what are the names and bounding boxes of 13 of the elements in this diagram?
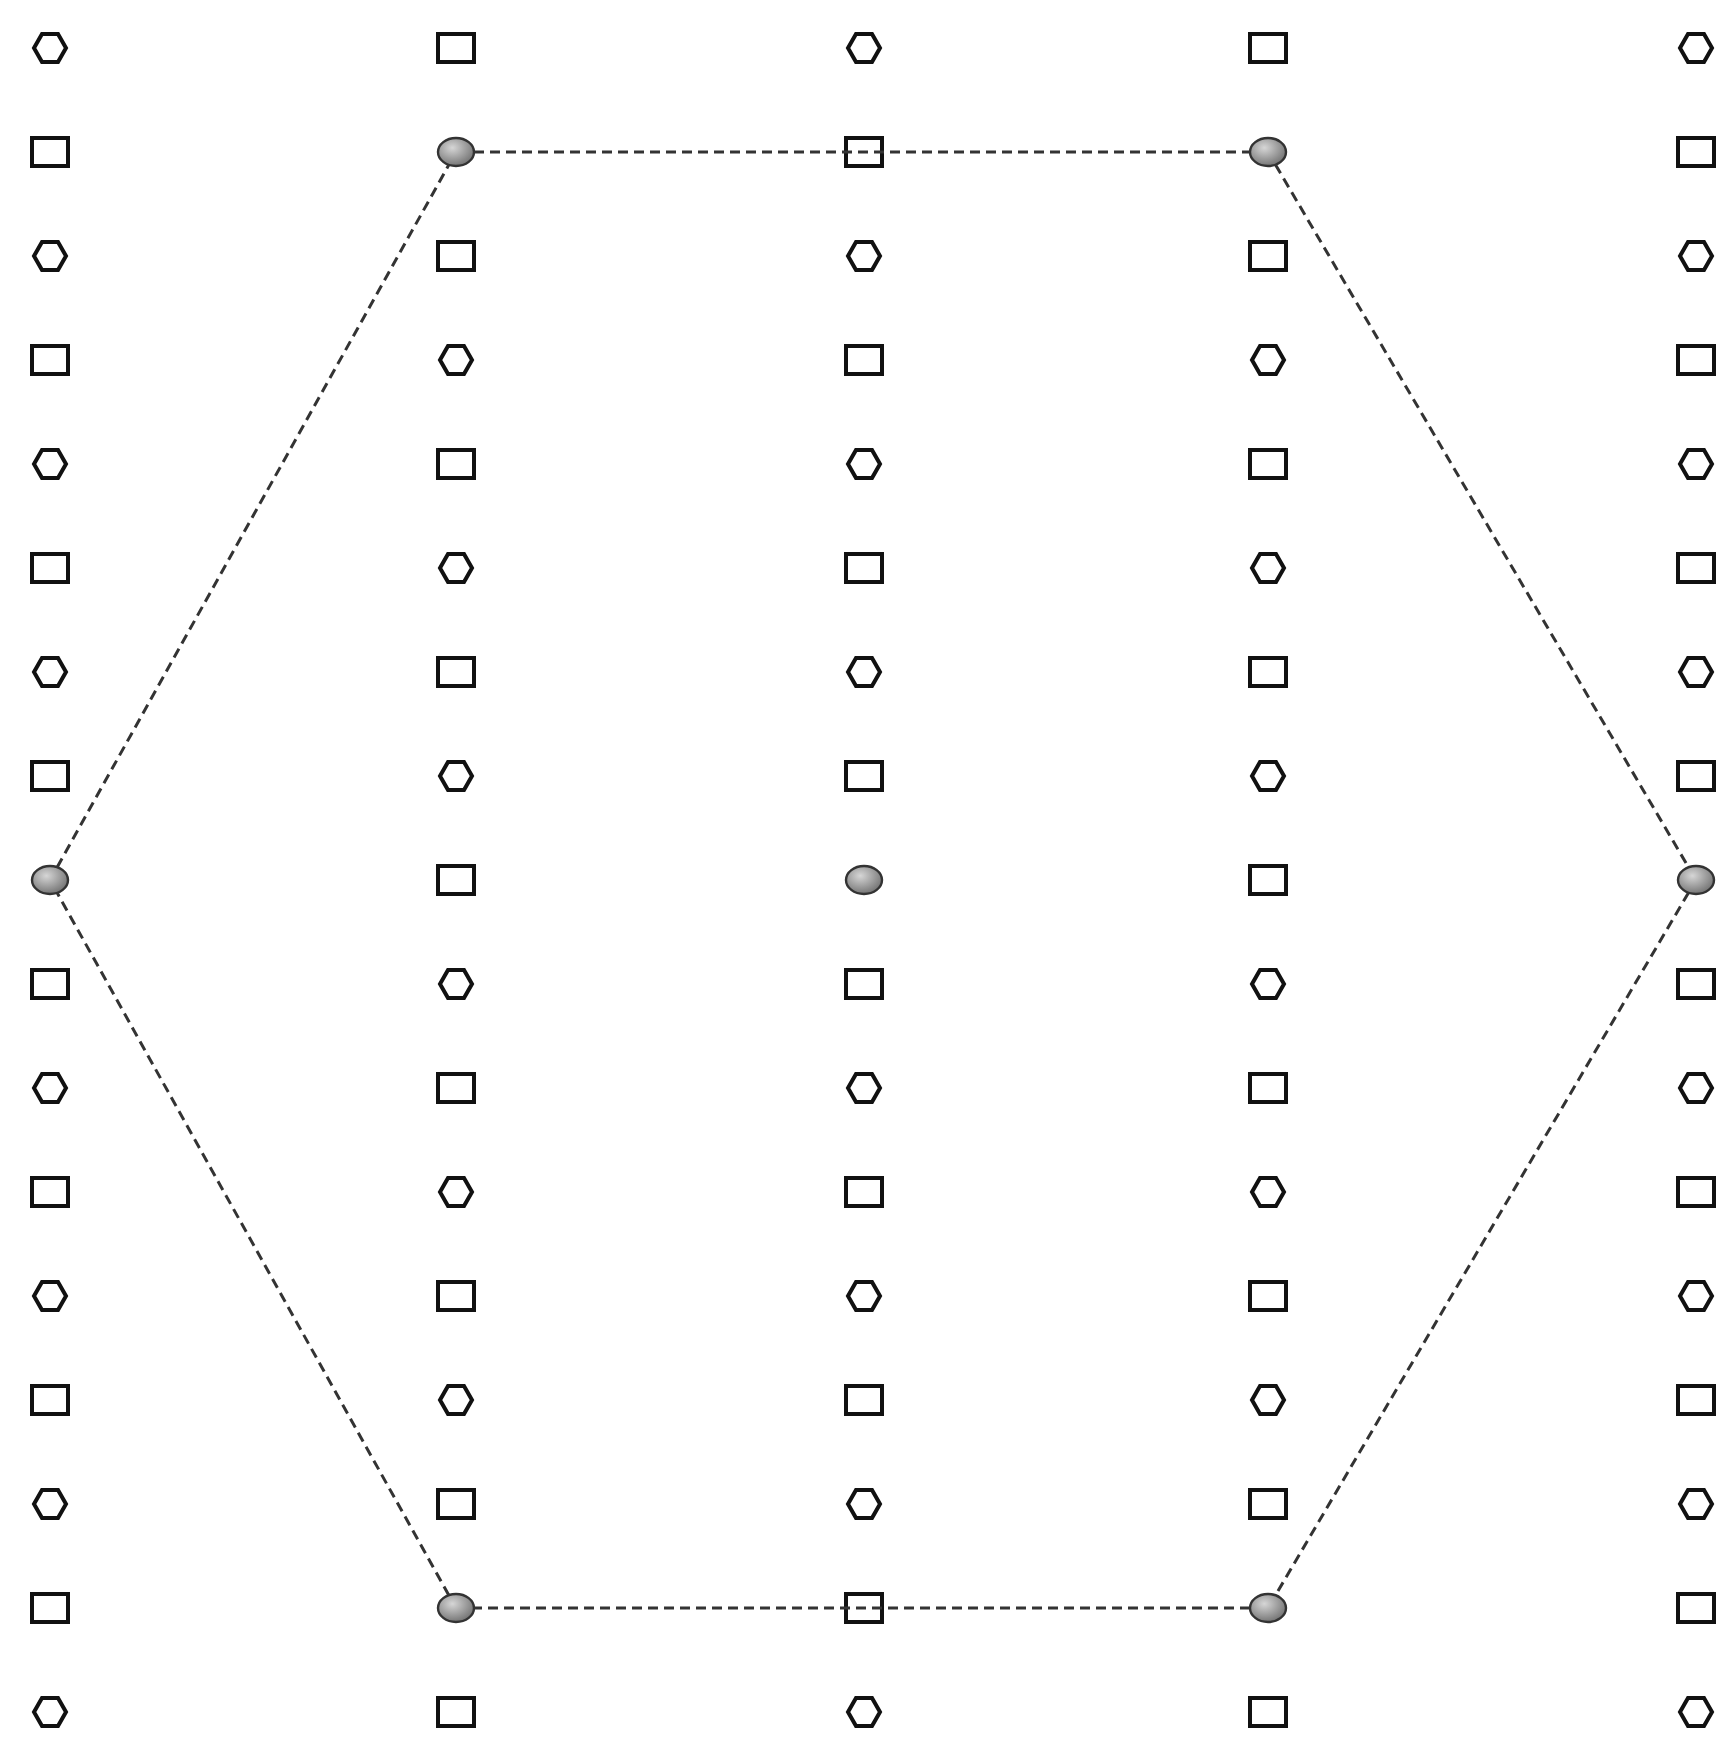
dashed-line	[55, 164, 451, 868]
dot-node	[30, 864, 70, 896]
dot-node	[844, 864, 884, 896]
dot-node	[436, 1592, 476, 1624]
dot-node	[436, 136, 476, 168]
dot-node	[1248, 1592, 1288, 1624]
dashed-line	[474, 150, 1250, 154]
dashed-line	[1274, 163, 1690, 869]
dashed-line	[474, 1606, 1250, 1610]
dot-node	[1676, 864, 1716, 896]
dot-node	[1248, 136, 1288, 168]
dashed-line	[1274, 891, 1690, 1597]
dashed-line	[55, 892, 451, 1596]
